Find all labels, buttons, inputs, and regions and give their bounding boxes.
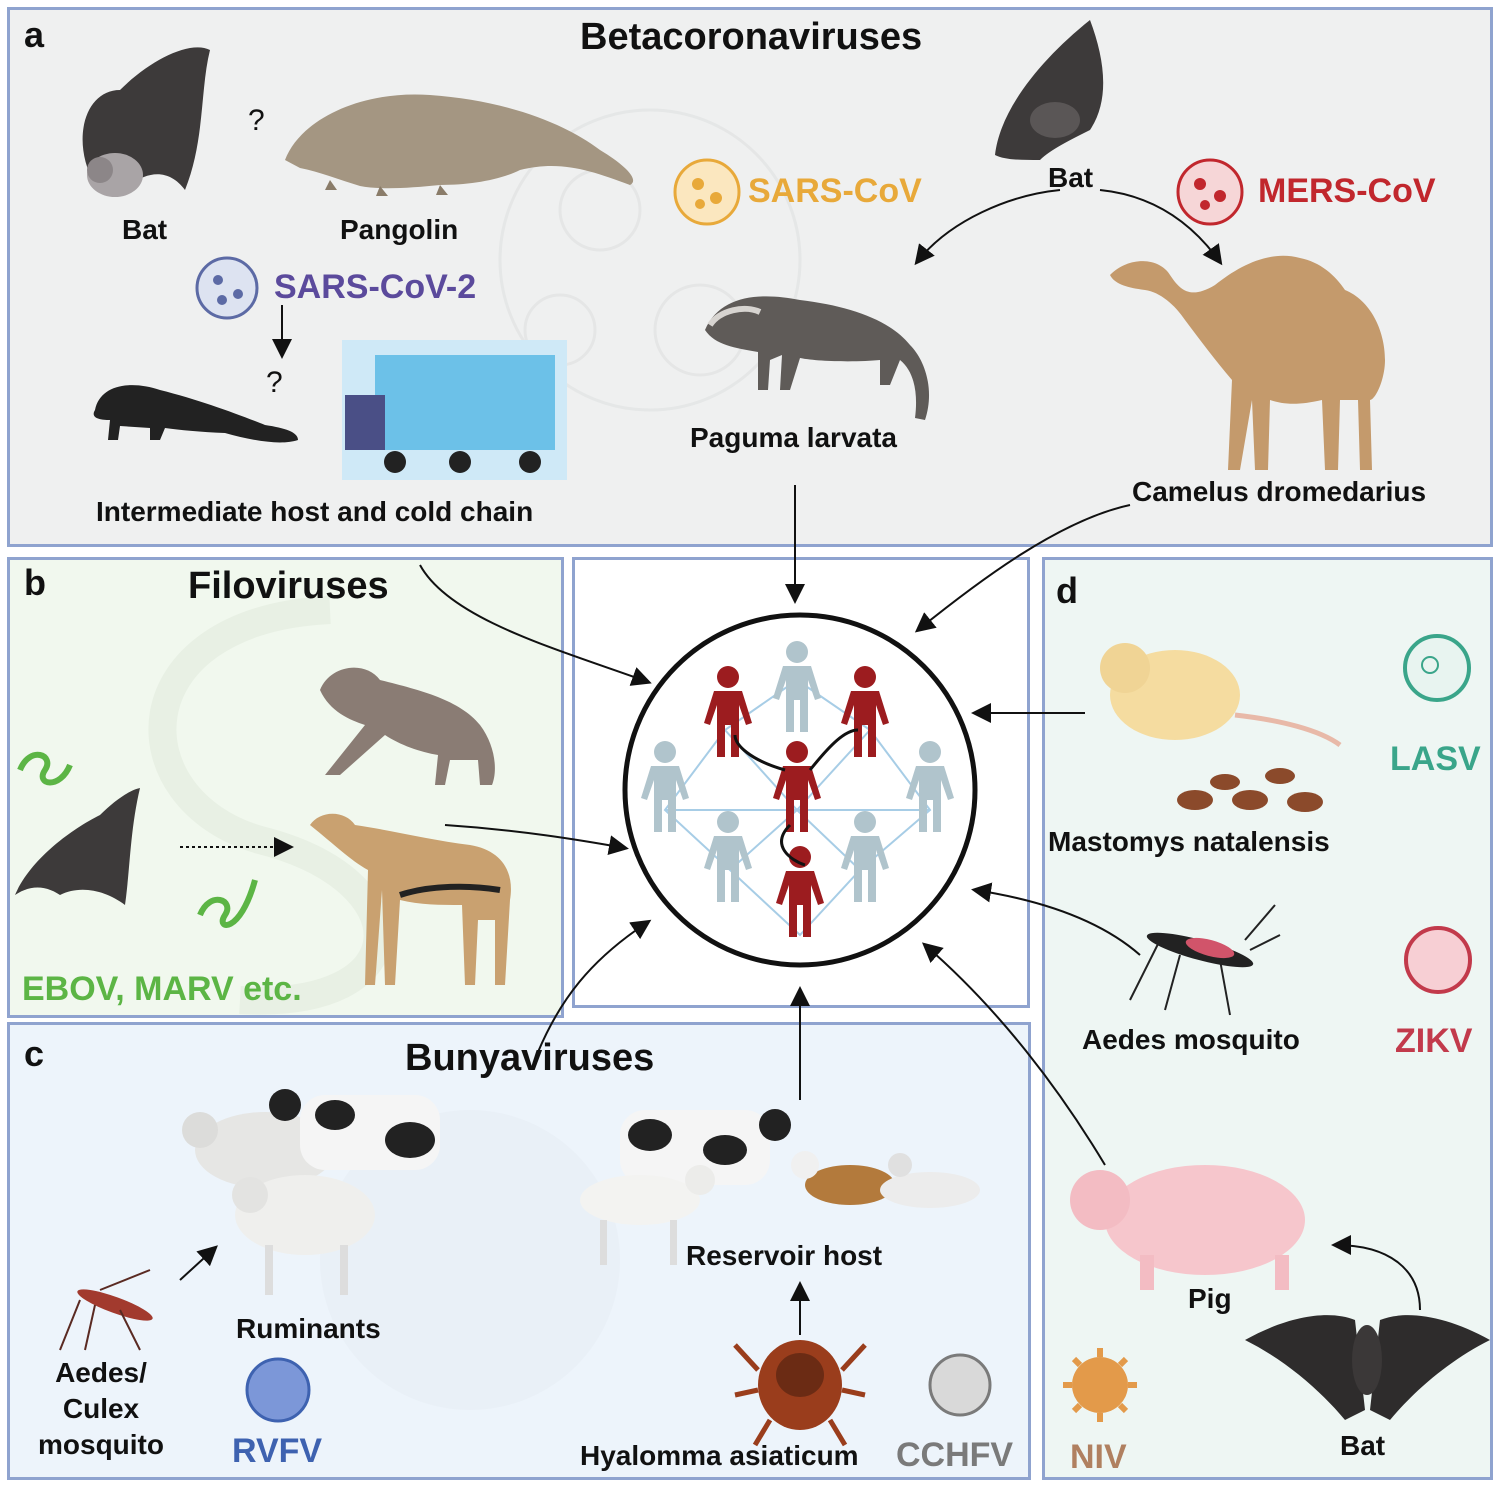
paguma-larvata-icon xyxy=(705,296,930,420)
ruminants-label: Ruminants xyxy=(236,1313,381,1344)
ebov-marv-label: EBOV, MARV etc. xyxy=(22,970,302,1008)
sars-cov-label: SARS-CoV xyxy=(748,172,922,210)
pig-label: Pig xyxy=(1188,1283,1232,1314)
bat-panel-d-icon xyxy=(1245,1315,1490,1420)
filovirus-icon-2 xyxy=(197,879,258,928)
bat-left-icon xyxy=(82,47,210,197)
pangolin-label: Pangolin xyxy=(340,214,459,245)
mastomys-natalensis-label: Mastomys natalensis xyxy=(1048,826,1330,857)
sars-cov-2-label: SARS-CoV-2 xyxy=(274,268,477,306)
intermediate-host-label: Intermediate host and cold chain xyxy=(96,496,534,527)
cow-right-icon xyxy=(620,1109,791,1185)
arrow-camel-to-humans xyxy=(914,504,1131,633)
niv-label: NIV xyxy=(1070,1438,1127,1476)
cold-chain-truck-icon xyxy=(342,340,567,480)
goat-icon xyxy=(580,1165,715,1265)
filovirus-motif xyxy=(148,596,392,1015)
question-mark-1: ? xyxy=(248,104,265,137)
sars-cov-2-virus-icon xyxy=(195,256,259,320)
bat-right-icon xyxy=(995,20,1104,160)
camel-icon xyxy=(1110,255,1385,470)
hyalomma-asiaticum-label: Hyalomma asiaticum xyxy=(580,1440,859,1471)
arrow-pig-to-humans xyxy=(921,942,1106,1166)
panel-b-letter: b xyxy=(24,562,46,603)
rvfv-label: RVFV xyxy=(232,1432,323,1470)
zikv-label: ZIKV xyxy=(1395,1022,1473,1060)
gazelle-icon xyxy=(310,813,511,985)
reservoir-host-label: Reservoir host xyxy=(686,1240,883,1271)
cchfv-virus-icon xyxy=(928,1353,992,1417)
niv-virus-icon xyxy=(1063,1348,1137,1422)
mosquito-panel-c-icon xyxy=(59,1269,153,1351)
tick-icon xyxy=(733,1340,867,1447)
cchfv-label: CCHFV xyxy=(896,1436,1014,1474)
aedes-mosquito-label: Aedes mosquito xyxy=(1082,1024,1300,1055)
arrow-coldchain-to-humans xyxy=(419,564,652,686)
arrow-mosquito-to-ruminants xyxy=(179,1245,218,1281)
bat-right-label: Bat xyxy=(1048,162,1094,193)
panel-a-letter: a xyxy=(24,14,45,55)
panel-a-title: Betacoronaviruses xyxy=(580,16,923,58)
mastomys-icon xyxy=(1100,643,1342,812)
lasv-label: LASV xyxy=(1390,740,1481,778)
filovirus-icon-1 xyxy=(17,751,73,786)
zikv-virus-icon xyxy=(1404,926,1472,994)
mers-cov-virus-icon xyxy=(1176,158,1244,226)
mers-cov-label: MERS-CoV xyxy=(1258,172,1436,210)
panel-c xyxy=(7,1022,1031,1480)
lasv-virus-icon xyxy=(1403,634,1471,702)
sars-cov-virus-icon xyxy=(673,158,741,226)
bat-left-label: Bat xyxy=(122,214,168,245)
bat-panel-d-label: Bat xyxy=(1340,1430,1386,1461)
arrow-bunya-to-humans xyxy=(537,919,652,1053)
pangolin-icon xyxy=(285,94,634,196)
aedes-mosquito-icon xyxy=(1129,904,1281,1016)
arrow-bat-to-paguma xyxy=(914,189,1061,266)
transmission-arrows xyxy=(733,728,859,867)
panel-c-letter: c xyxy=(24,1033,45,1074)
arrow-bat-to-pig xyxy=(1331,1235,1421,1311)
aedes-culex-mosquito-label: Aedes/ Culex mosquito xyxy=(38,1357,164,1460)
pig-icon xyxy=(1070,1165,1305,1290)
camelus-dromedarius-label: Camelus dromedarius xyxy=(1132,476,1427,507)
panel-c-title: Bunyaviruses xyxy=(405,1037,655,1079)
dog-cat-icon xyxy=(791,1151,980,1208)
arrow-bat-to-camel xyxy=(1099,189,1223,266)
mink-icon xyxy=(93,385,298,443)
bat-panel-b-icon xyxy=(15,788,140,905)
panel-d-letter: d xyxy=(1056,570,1078,611)
panel-b-title: Filoviruses xyxy=(188,565,389,607)
sheep-icon xyxy=(182,1112,375,1295)
cow-left-icon xyxy=(269,1089,440,1170)
rvfv-virus-icon xyxy=(245,1357,311,1423)
question-mark-2: ? xyxy=(266,366,283,399)
arrow-mosquito-to-humans xyxy=(971,882,1141,956)
paguma-larvata-label: Paguma larvata xyxy=(690,422,897,453)
monkey-icon xyxy=(320,667,495,785)
arrow-filo-to-humans xyxy=(444,824,629,856)
bunyavirus-motif xyxy=(320,1110,620,1410)
human-network-lines xyxy=(663,678,932,937)
